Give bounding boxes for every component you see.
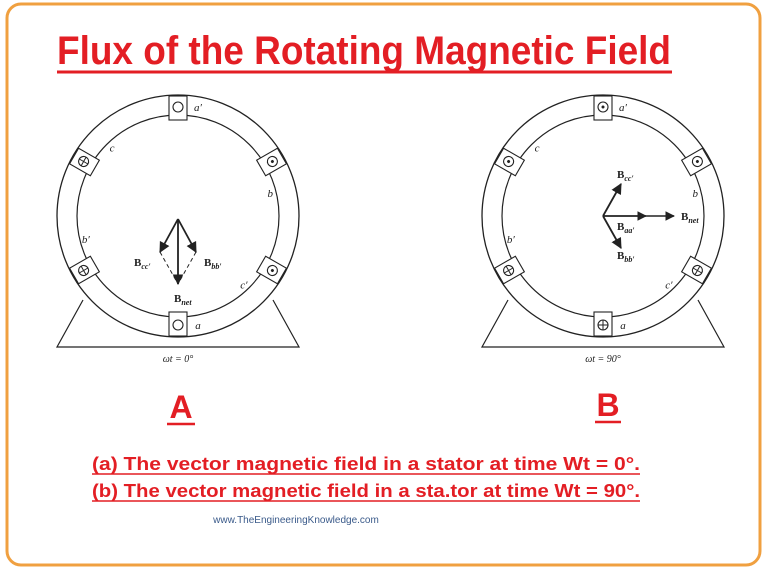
stator-diagram-b: a′ b c′ a b′ c ωt = 90° Bcc′ Baa′ Bbb′ Bnet [480,94,726,365]
slot-label-2: b [267,188,273,200]
current-out-dot-icon [507,160,511,163]
slot-3 [680,255,713,285]
slot-3 [255,255,288,285]
slot-label-1: a′ [194,102,203,114]
slot-1 [593,95,613,121]
label-b-net: Bnet [174,293,192,307]
label-b-bb: Bbb′ [204,257,222,271]
slot-4 [168,311,188,337]
vector-b-bb [602,215,622,249]
page-title: Flux of the Rotating Magnetic Field [57,29,671,73]
slot-6 [493,147,526,177]
website-credit: www.TheEngineeringKnowledge.com [212,515,379,526]
dashed-construction-line [177,251,197,285]
slot-label-6: c [535,143,540,155]
label-b-aa: Baa′ [617,221,635,235]
current-in-cross-icon [504,267,514,274]
frame-border [5,2,762,567]
slot-label-1: a′ [619,102,628,114]
slot-4 [593,311,613,337]
current-out-dot-icon [695,160,699,163]
current-in-cross-icon [79,158,89,165]
vector-b-bb [177,218,197,253]
slot-label-6: c [110,143,115,155]
slot-2 [255,147,288,177]
slot-2 [680,147,713,177]
stator-diagram-a: a′ b c′ a b′ c ωt = 0° Bcc′ Bbb′ Bnet [55,94,301,365]
angle-label: ωt = 0° [163,354,194,365]
slot-label-5: b′ [82,234,91,246]
current-in-cross-icon [692,267,702,274]
vector-b-cc [159,218,179,253]
slot-label-4: a [195,320,201,332]
current-in-cross-icon [79,267,89,274]
current-out-dot-icon [601,105,605,109]
panel-label-a: A [169,389,192,425]
panel-label-b: B [596,387,619,423]
current-out-dot-icon [270,269,274,272]
label-b-bb: Bbb′ [617,250,635,264]
current-out-dot-icon [270,160,274,163]
conductor [172,319,184,331]
conductor [172,101,184,113]
slot-label-3: c′ [240,279,248,291]
slot-6 [68,147,101,177]
slot-label-2: b [692,188,698,200]
slot-label-5: b′ [507,234,516,246]
caption-a: (a) The vector magnetic field in a stato… [92,454,640,474]
slot-label-4: a [620,320,626,332]
angle-label: ωt = 90° [585,354,621,365]
vector-b-cc [602,183,622,217]
stator-inner-ring [76,114,280,318]
dashed-construction-line [159,251,179,285]
label-b-cc: Bcc′ [134,257,151,271]
slot-label-3: c′ [665,279,673,291]
slot-5 [493,255,526,285]
slot-1 [168,95,188,121]
label-b-net: Bnet [681,211,699,225]
caption-b: (b) The vector magnetic field in a sta.t… [92,481,640,501]
slot-5 [68,255,101,285]
label-b-cc: Bcc′ [617,169,634,183]
